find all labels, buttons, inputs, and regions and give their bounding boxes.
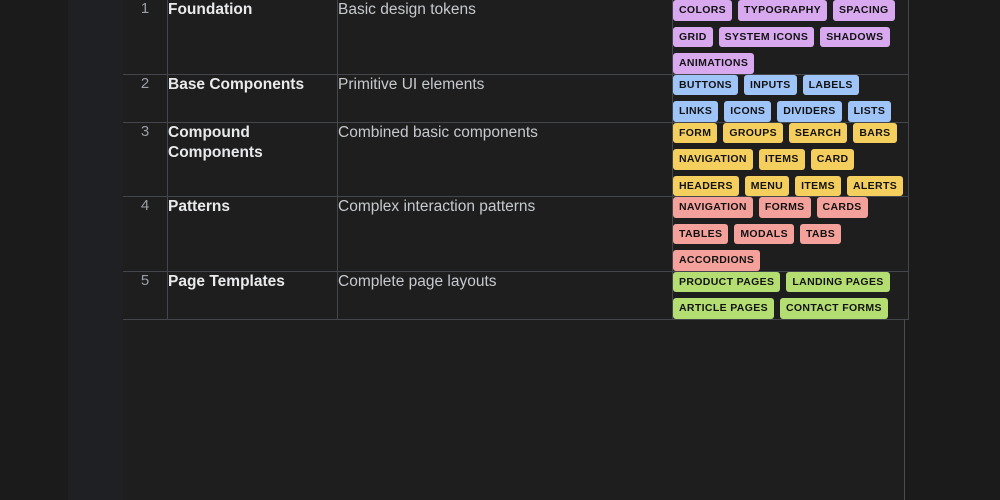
row-level-title: Compound Components [167, 122, 338, 197]
tag-badge[interactable]: SPACING [833, 0, 895, 21]
tag-badge[interactable]: NAVIGATION [673, 149, 753, 170]
tag-badge[interactable]: ICONS [724, 101, 772, 122]
tag-badge[interactable]: LABELS [802, 74, 859, 95]
row-level-title: Base Components [167, 74, 338, 123]
left-gutter-band [68, 0, 123, 500]
tag-badge[interactable]: LISTS [847, 101, 892, 122]
tag-badge[interactable]: ARTICLE PAGES [673, 298, 774, 319]
row-number: 3 [123, 122, 168, 197]
tag-badge[interactable]: GRID [673, 26, 713, 47]
tag-badge[interactable]: TYPOGRAPHY [738, 0, 828, 21]
tag-badge[interactable]: ALERTS [846, 175, 904, 196]
tag-badge[interactable]: MODALS [734, 223, 794, 244]
tag-badge[interactable]: GROUPS [723, 122, 783, 143]
tag-badge[interactable]: TABLES [673, 223, 729, 244]
tag-badge[interactable]: ACCORDIONS [673, 250, 761, 271]
tag-badge[interactable]: INPUTS [744, 74, 797, 95]
row-description: Basic design tokens [337, 0, 673, 75]
tag-badge[interactable]: COLORS [673, 0, 733, 21]
row-description: Combined basic components [337, 122, 673, 197]
tag-badge[interactable]: FORM [673, 122, 718, 143]
row-level-title: Page Templates [167, 271, 338, 320]
tag-badge[interactable]: PRODUCT PAGES [673, 271, 781, 292]
tag-badge[interactable]: ANIMATIONS [673, 53, 755, 74]
tag-badge[interactable]: DIVIDERS [777, 101, 842, 122]
tag-badge[interactable]: LINKS [673, 101, 719, 122]
tag-badge[interactable]: LANDING PAGES [786, 271, 890, 292]
tag-badge[interactable]: CARDS [816, 197, 868, 218]
tag-badge[interactable]: HEADERS [673, 175, 739, 196]
tag-badge[interactable]: SEARCH [788, 122, 848, 143]
tag-badge[interactable]: BUTTONS [673, 74, 739, 95]
row-number: 2 [123, 74, 168, 123]
tag-badge[interactable]: FORMS [758, 197, 811, 218]
tag-badge[interactable]: CONTACT FORMS [779, 298, 888, 319]
tag-badge[interactable]: ITEMS [758, 149, 805, 170]
row-number: 1 [123, 0, 168, 75]
row-level-title: Patterns [167, 196, 338, 272]
tag-badge[interactable]: CARD [810, 149, 855, 170]
tag-badge[interactable]: ITEMS [795, 175, 841, 196]
tag-badge[interactable]: MENU [744, 175, 790, 196]
tag-badge[interactable]: SHADOWS [820, 26, 890, 47]
tag-badge[interactable]: TABS [799, 223, 842, 244]
row-description: Complex interaction patterns [337, 196, 673, 272]
row-number: 5 [123, 271, 168, 320]
row-level-title: Foundation [167, 0, 338, 75]
tag-badge[interactable]: NAVIGATION [673, 197, 753, 218]
tag-badge[interactable]: SYSTEM ICONS [718, 26, 815, 47]
row-description: Primitive UI elements [337, 74, 673, 123]
tag-badge[interactable]: BARS [853, 122, 897, 143]
row-description: Complete page layouts [337, 271, 673, 320]
row-number: 4 [123, 196, 168, 272]
